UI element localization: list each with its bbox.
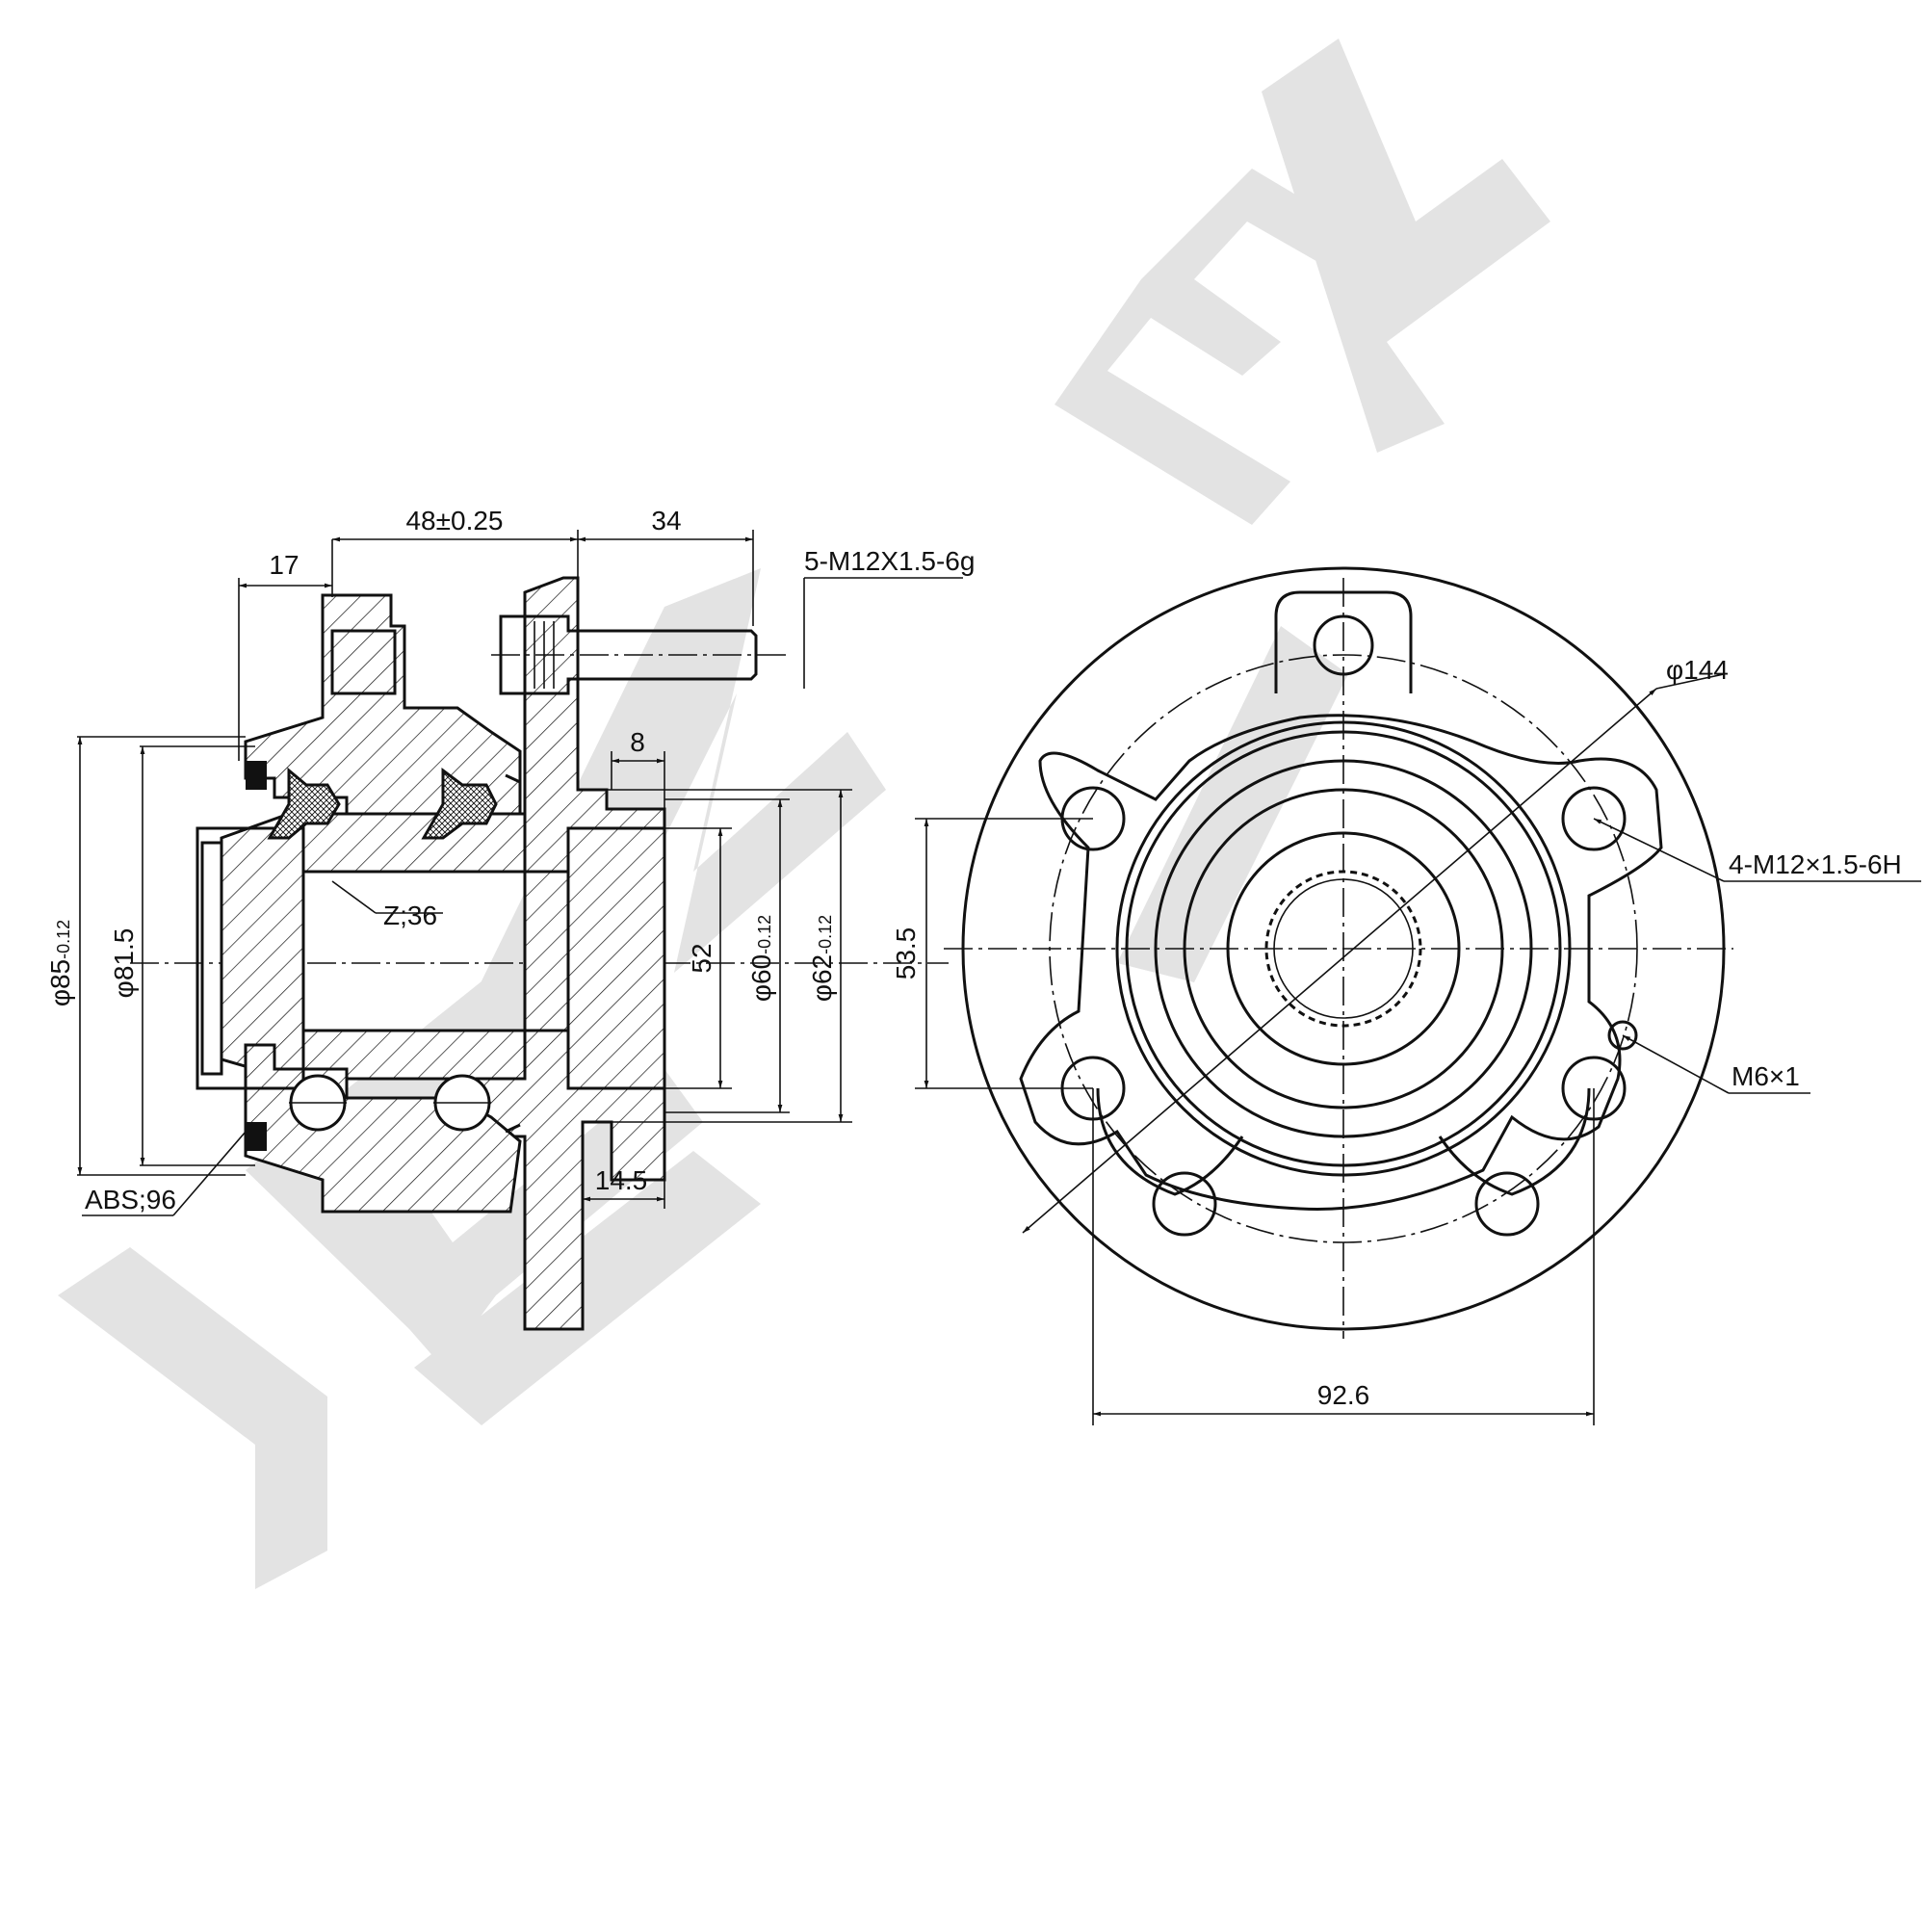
abs-ring-label: ABS;96 — [85, 1185, 176, 1214]
watermark-letter-n2 — [1117, 626, 1348, 982]
wheel-stud — [491, 614, 790, 695]
dim-outer-dia: φ85-0.12 — [45, 920, 75, 1006]
dim-pilot-outer-dia-value: φ62 — [807, 954, 837, 1002]
watermark-letter-z — [58, 1247, 327, 1589]
watermark-letter-lower — [414, 1151, 761, 1425]
dim-step: 8 — [630, 727, 645, 757]
watermark-letter-e1 — [246, 920, 703, 1368]
dim-height: 53.5 — [891, 927, 921, 980]
dim-stud-length: 34 — [651, 506, 681, 535]
spline-teeth-label: Z;36 — [383, 901, 437, 930]
dim-seat-dia: φ81.5 — [109, 928, 139, 999]
section-dimensions — [77, 530, 963, 1216]
front-dimensions — [915, 673, 1921, 1425]
top-lug — [1274, 590, 1413, 693]
section-view: 17 48±0.25 34 5-M12X1.5-6g 8 Z;36 φ85-0.… — [45, 506, 975, 1331]
dim-flange-offset: 17 — [269, 550, 299, 580]
bearing-balls — [267, 767, 498, 1132]
watermark-letter-k — [1262, 39, 1550, 453]
hub-body — [220, 812, 527, 1081]
watermark-logo — [58, 39, 1550, 1589]
dim-hub-width: 48±0.25 — [405, 506, 503, 535]
dim-bolt-spacing: 92.6 — [1317, 1380, 1370, 1410]
dim-pilot-dia-tol: -0.12 — [755, 915, 774, 954]
seals — [246, 761, 521, 1151]
flange-outer-circle — [961, 566, 1726, 1331]
dim-pilot-dia-value: φ60 — [746, 954, 776, 1002]
dim-bore: 52 — [687, 943, 716, 973]
stud-thread-label: 5-M12X1.5-6g — [804, 546, 975, 576]
front-view: φ144 4-M12×1.5-6H 53.5 M6×1 92.6 — [891, 566, 1921, 1425]
dim-outer-dia-value: φ85 — [45, 959, 75, 1006]
flange-stub — [330, 629, 397, 695]
dim-pilot-outer-dia-tol: -0.12 — [816, 915, 835, 954]
dim-flange-dia: φ144 — [1666, 655, 1729, 685]
dim-pilot-dia: φ60-0.12 — [746, 915, 776, 1002]
dim-pilot-outer-dia: φ62-0.12 — [807, 915, 837, 1002]
mount-thread-label: 4-M12×1.5-6H — [1729, 849, 1902, 879]
dim-flange-thickness: 14.5 — [595, 1165, 648, 1195]
dim-outer-dia-tol: -0.12 — [54, 920, 73, 959]
screw-thread-label: M6×1 — [1732, 1061, 1800, 1091]
